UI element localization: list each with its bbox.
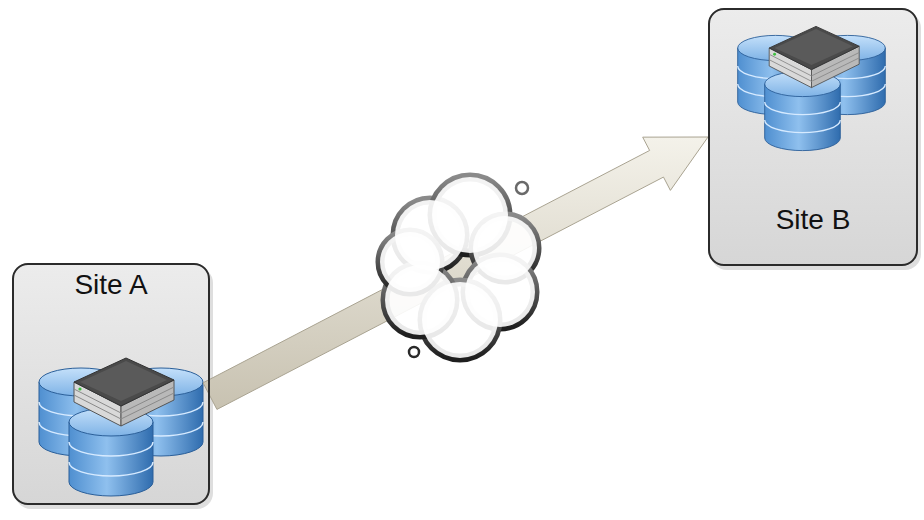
site-box: Site B (708, 8, 918, 266)
site-label: Site A (74, 269, 147, 301)
replication-arrow (203, 137, 708, 409)
site-box: Site A (12, 263, 210, 505)
site-label: Site B (776, 204, 851, 236)
